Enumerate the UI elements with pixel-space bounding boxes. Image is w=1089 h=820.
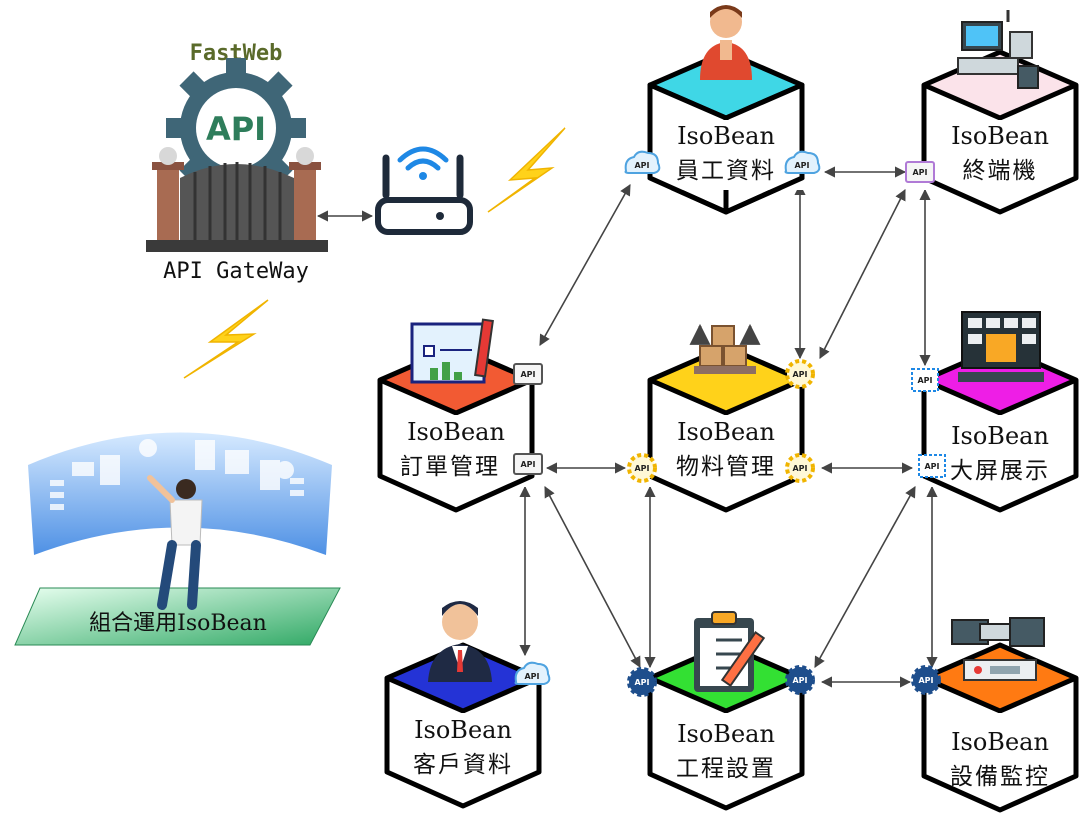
user-panel-label: 組合運用IsoBean	[89, 611, 267, 636]
employee-avatar-icon	[700, 5, 752, 80]
control-equipment-icon	[951, 617, 1045, 681]
person-icon	[147, 475, 203, 610]
svg-text:API: API	[520, 370, 535, 379]
connector-display-engineering	[814, 486, 916, 668]
api-gear-icon-equipment: API	[911, 665, 941, 695]
clipboard-icon	[694, 611, 766, 692]
wifi-router-icon	[375, 146, 473, 235]
api-gear-icon-material-left: API	[627, 453, 657, 483]
node-employee-title: IsoBean	[677, 122, 775, 150]
material-boxes-icon	[689, 323, 761, 374]
svg-text:API: API	[634, 161, 649, 170]
node-equipment-title: IsoBean	[951, 728, 1049, 756]
svg-text:API: API	[792, 676, 807, 685]
api-chip-icon-display-left: API	[918, 454, 946, 478]
node-terminal[interactable]: IsoBean 終端機	[921, 10, 1079, 215]
node-terminal-title: IsoBean	[951, 122, 1049, 150]
svg-text:API: API	[794, 161, 809, 170]
gear-icon: API	[166, 58, 306, 198]
api-screen-icon-order-top: API	[513, 363, 543, 385]
node-order-title: IsoBean	[407, 418, 505, 446]
gate-pillar-right	[294, 168, 316, 244]
api-cloud-icon-employee-right: API	[784, 150, 821, 174]
svg-text:API: API	[912, 168, 927, 177]
node-customer-subtitle: 客戶資料	[413, 752, 513, 778]
api-badges: API API API API API API API API API API API API API A…	[513, 150, 946, 697]
pos-terminal-icon	[957, 10, 1039, 89]
big-screen-icon	[958, 311, 1044, 382]
api-gear-icon-material-right: API	[785, 453, 815, 483]
connector-order-employee	[539, 184, 631, 346]
node-order-subtitle: 訂單管理	[400, 454, 500, 480]
node-terminal-subtitle: 終端機	[963, 158, 1038, 184]
node-engineering-title: IsoBean	[677, 720, 775, 748]
api-gear-icon-material-top: API	[785, 359, 815, 389]
customer-avatar-icon	[428, 601, 492, 682]
connectors	[316, 166, 938, 688]
api-screen-icon-order-bottom: API	[513, 453, 543, 475]
api-screen-icon-terminal: API	[905, 161, 935, 183]
node-engineering[interactable]: IsoBean 工程設置	[647, 611, 805, 811]
user-platform	[14, 587, 341, 646]
node-material-title: IsoBean	[677, 418, 775, 446]
svg-text:API: API	[524, 672, 539, 681]
svg-text:API: API	[634, 464, 649, 473]
gate-pillar-left	[157, 168, 179, 244]
svg-text:API: API	[792, 464, 807, 473]
node-display-subtitle: 大屏展示	[950, 458, 1050, 484]
node-display-title: IsoBean	[951, 422, 1049, 450]
api-gear-icon-engineering-right: API	[785, 665, 815, 695]
node-customer-title: IsoBean	[414, 716, 512, 744]
api-gateway: FastWeb API	[146, 41, 328, 284]
node-engineering-subtitle: 工程設置	[676, 756, 776, 782]
order-blueprint-icon	[410, 318, 494, 384]
gateway-label: API GateWay	[163, 259, 309, 284]
svg-text:API: API	[520, 460, 535, 469]
svg-text:API: API	[792, 370, 807, 379]
lightning-icon-top	[487, 127, 566, 213]
api-chip-icon-display-top: API	[911, 368, 939, 392]
node-customer[interactable]: IsoBean 客戶資料	[384, 601, 542, 809]
lightning-icon-left	[183, 299, 269, 379]
connector-order-engineering	[544, 486, 641, 668]
api-cloud-icon-employee-left: API	[624, 150, 661, 174]
connector-terminal-material	[819, 189, 906, 359]
isobean-nodes: IsoBean 員工資料 IsoBean 終端機	[377, 5, 1079, 813]
svg-text:API: API	[924, 462, 939, 471]
svg-text:API: API	[917, 376, 932, 385]
node-display[interactable]: IsoBean 大屏展示	[921, 311, 1079, 513]
node-equipment-subtitle: 設備監控	[950, 764, 1050, 790]
api-cloud-icon-customer: API	[514, 661, 551, 685]
node-material[interactable]: IsoBean 物料管理	[647, 323, 805, 513]
node-order[interactable]: IsoBean 訂單管理	[377, 318, 535, 513]
svg-text:API: API	[634, 678, 649, 687]
node-material-subtitle: 物料管理	[676, 454, 776, 480]
gateway-badge: API	[206, 110, 266, 148]
user-dashboard-illustration: 組合運用IsoBean	[14, 432, 341, 646]
api-gear-icon-engineering-left: API	[627, 667, 657, 697]
node-equipment[interactable]: IsoBean 設備監控	[921, 617, 1079, 813]
node-employee[interactable]: IsoBean 員工資料	[647, 5, 805, 215]
node-employee-subtitle: 員工資料	[676, 158, 776, 184]
svg-text:API: API	[918, 676, 933, 685]
